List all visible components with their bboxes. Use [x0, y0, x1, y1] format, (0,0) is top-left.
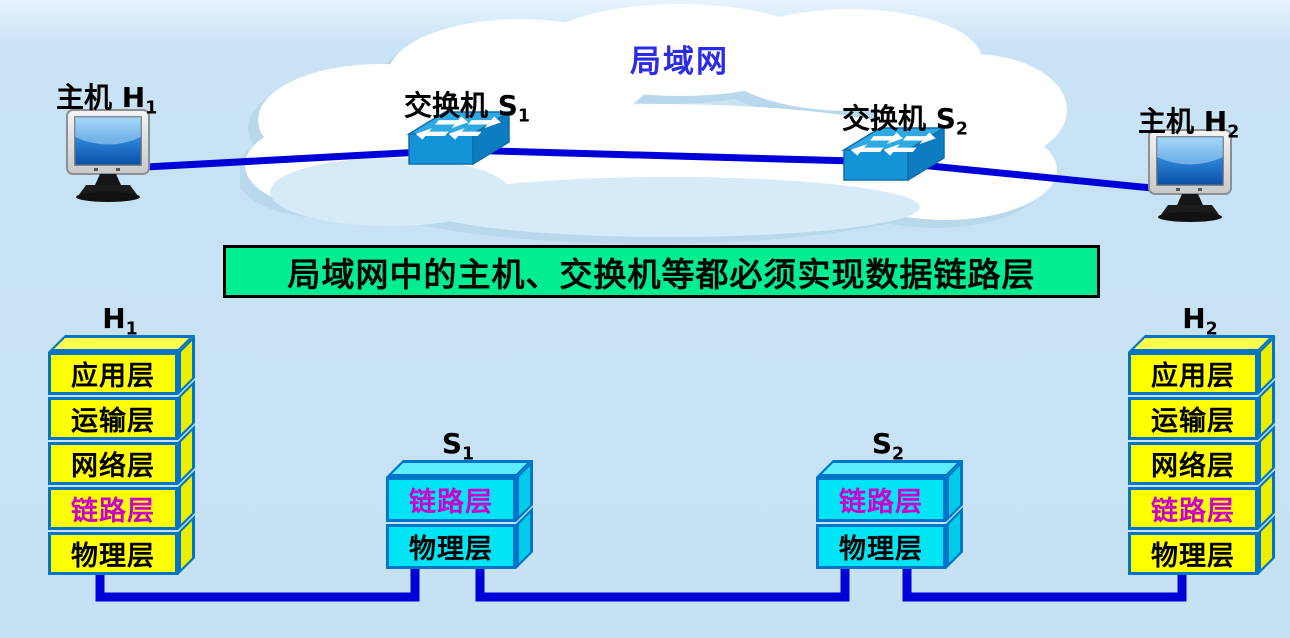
layer-link: 链路层: [386, 460, 533, 522]
switch-s1-label: 交换机 S1: [404, 89, 531, 127]
layer-application: 应用层: [48, 335, 195, 395]
layer-physical: 物理层: [816, 507, 963, 569]
layer-link: 链路层: [48, 470, 195, 530]
switch-s2-label: 交换机 S2: [842, 102, 969, 140]
host-h2-label: 主机 H2: [1138, 105, 1240, 143]
host-h1-icon: [66, 109, 150, 202]
layer-transport: 运输层: [48, 380, 195, 440]
stack-s2-title: S2: [871, 427, 905, 465]
box-top-face: [816, 460, 963, 477]
box-top-face: [48, 335, 195, 352]
protocol-stack-s2: S2 链路层 物理层: [816, 427, 963, 571]
banner: 局域网中的主机、交换机等都必须实现数据链路层: [223, 245, 1100, 298]
protocol-stack-h2: H2 应用层 运输层 网络层 链路层 物理层: [1128, 302, 1275, 577]
layer-transport: 运输层: [1128, 380, 1275, 440]
layer-link: 链路层: [816, 460, 963, 522]
lan-label: 局域网: [630, 44, 729, 80]
box-top-face: [386, 460, 533, 477]
host-h1-label: 主机 H1: [56, 81, 158, 119]
host-h2-icon: [1148, 129, 1232, 222]
box-top-face: [1128, 335, 1275, 352]
banner-text: 局域网中的主机、交换机等都必须实现数据链路层: [287, 254, 1036, 294]
stack-h2-title: H2: [1182, 302, 1218, 340]
layer-link: 链路层: [1128, 470, 1275, 530]
layer-network: 网络层: [1128, 425, 1275, 485]
layer-physical: 物理层: [386, 507, 533, 569]
protocol-stack-s1: S1 链路层 物理层: [386, 427, 533, 571]
stack-h1-title: H1: [102, 302, 138, 340]
layer-physical: 物理层: [1128, 515, 1275, 575]
protocol-stack-h1: H1 应用层 运输层 网络层 链路层 物理层: [48, 302, 195, 577]
layer-application: 应用层: [1128, 335, 1275, 395]
layer-network: 网络层: [48, 425, 195, 485]
layer-physical: 物理层: [48, 515, 195, 575]
stack-s1-title: S1: [441, 427, 475, 465]
